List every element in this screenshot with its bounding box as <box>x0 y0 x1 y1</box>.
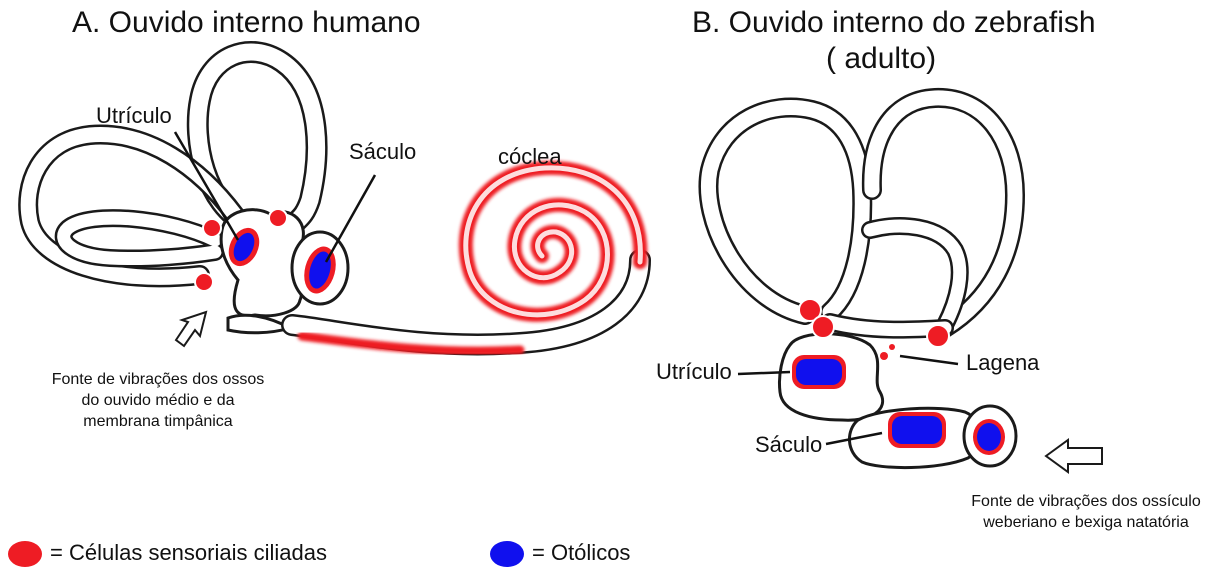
human-inner-ear <box>28 52 640 351</box>
human-source-note-line: do ouvido médio e da <box>28 390 288 411</box>
zebrafish-inner-ear <box>708 98 1102 472</box>
zebrafish-source-note-line: weberiano e bexiga natatória <box>940 512 1232 533</box>
panel-b-subtitle: ( adulto) <box>826 42 936 76</box>
otolith-legend-label: = Otólicos <box>532 540 630 566</box>
zebrafish-source-note: Fonte de vibrações dos ossículo weberian… <box>940 491 1232 533</box>
human-source-arrow <box>176 312 206 346</box>
zebrafish-source-note-line: Fonte de vibrações dos ossículo <box>940 491 1232 512</box>
hair-cell-legend-label: = Células sensoriais ciliadas <box>50 540 327 566</box>
lagena-label: Lagena <box>966 350 1039 376</box>
lateral-semicircular-canal <box>64 218 215 258</box>
cochlea-label: cóclea <box>498 144 562 170</box>
human-source-note: Fonte de vibrações dos ossos do ouvido m… <box>28 369 288 432</box>
otolith-legend-swatch <box>490 541 524 567</box>
zebrafish-saccule-label: Sáculo <box>755 432 822 458</box>
human-utricle-label: Utrículo <box>96 103 172 129</box>
zebrafish-source-arrow <box>1046 440 1102 472</box>
zebrafish-utricle-label: Utrículo <box>656 359 732 385</box>
human-source-note-line: membrana timpânica <box>28 411 288 432</box>
zebrafish-canal-loops <box>708 98 1015 330</box>
panel-a-title: A. Ouvido interno humano <box>72 6 421 40</box>
hair-cell-legend-swatch <box>8 541 42 567</box>
human-saccule-label: Sáculo <box>349 139 416 165</box>
panel-b-title: B. Ouvido interno do zebrafish <box>692 6 1096 40</box>
cochlea-spiral <box>466 168 641 315</box>
human-source-note-line: Fonte de vibrações dos ossos <box>28 369 288 390</box>
